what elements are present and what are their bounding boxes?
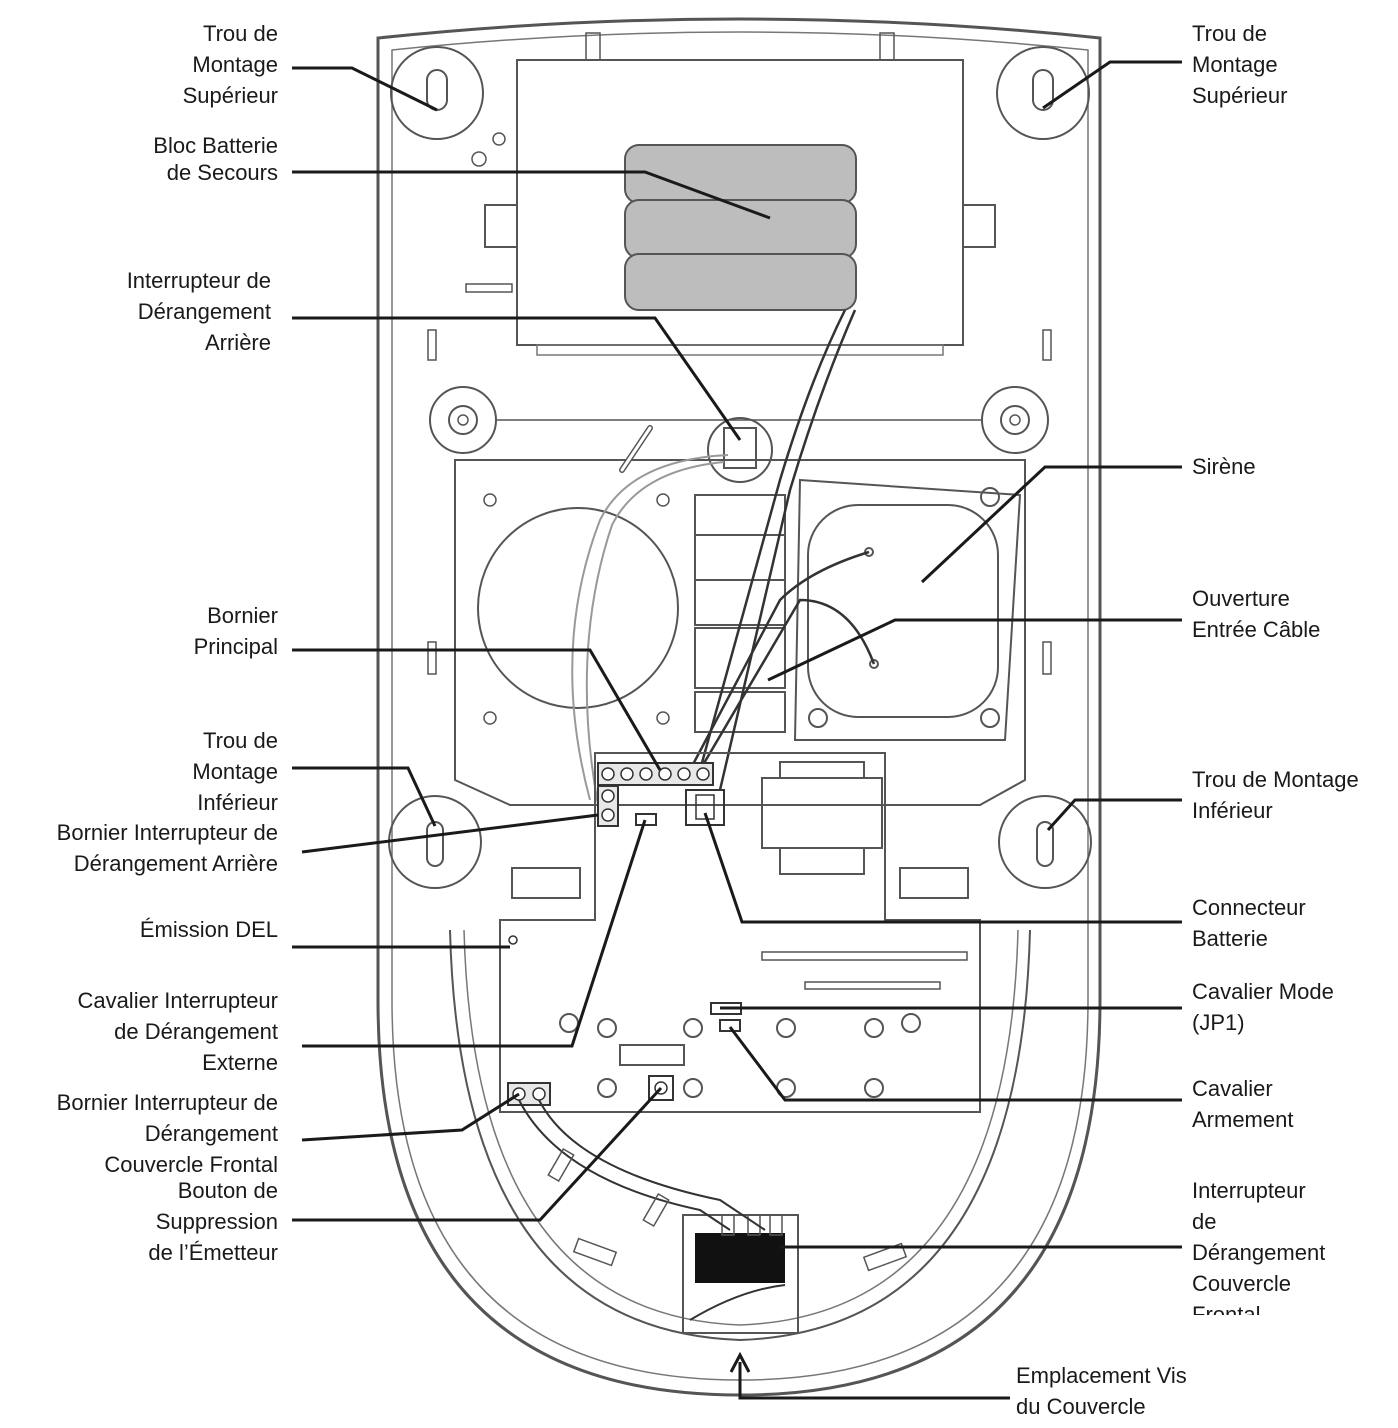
bottom-left-mount-hole bbox=[388, 795, 482, 889]
led bbox=[508, 935, 518, 945]
label-main-terminal: Bornier Principal bbox=[193, 603, 278, 659]
rear-tamper-terminal bbox=[597, 785, 619, 827]
label-battery-pack: Bloc Batterie de Secours bbox=[153, 133, 278, 185]
label-ext-tamper-jumper: Cavalier Interrupteur de Dérangement Ext… bbox=[77, 988, 278, 1075]
battery-connector bbox=[685, 789, 725, 826]
label-front-tamper: Interrupteur de Dérangement Couvercle Fr… bbox=[1192, 1178, 1326, 1315]
label-led: Émission DEL bbox=[139, 917, 278, 942]
front-tamper-switch bbox=[682, 1214, 799, 1334]
label-battery-connector: Connecteur Batterie bbox=[1192, 895, 1306, 951]
label-rear-tamper: Interrupteur de Dérangement Arrière bbox=[126, 268, 271, 355]
leader-lines bbox=[292, 60, 1182, 1400]
label-bottom-right-mount: Trou de Montage Inférieur bbox=[1192, 767, 1359, 823]
top-right-mount-hole bbox=[996, 46, 1090, 140]
label-tx-clear-button: Bouton de Suppression de l’Émetteur bbox=[148, 1178, 278, 1265]
pcb bbox=[499, 752, 981, 1113]
label-siren: Sirène bbox=[1192, 454, 1256, 479]
label-bottom-left-mount: Trou de Montage Inférieur bbox=[192, 728, 278, 815]
label-front-tamper-terminal: Bornier Interrupteur de Dérangement Couv… bbox=[56, 1090, 278, 1177]
label-cable-entry: Ouverture Entrée Câble bbox=[1192, 586, 1321, 642]
housing-outline bbox=[376, 17, 1102, 1397]
label-top-left-mount: Trou de Montage Supérieur bbox=[182, 21, 278, 108]
transformer bbox=[761, 761, 883, 875]
housing-lower-rim bbox=[449, 929, 1031, 1342]
housing-lower-rim-inner bbox=[463, 929, 1019, 1326]
label-cover-screw: Emplacement Vis du Couvercle bbox=[1016, 1363, 1187, 1419]
label-rear-tamper-terminal: Bornier Interrupteur de Dérangement Arri… bbox=[56, 820, 278, 876]
rear-tamper-switch bbox=[707, 417, 773, 483]
label-arm-jumper: Cavalier Armement bbox=[1192, 1076, 1294, 1132]
tx-clear-button bbox=[648, 1075, 674, 1101]
mounting-plate bbox=[454, 459, 1026, 806]
piezo-area bbox=[477, 507, 679, 709]
ext-tamper-jumper bbox=[635, 813, 657, 826]
bottom-right-mount-hole bbox=[998, 795, 1092, 889]
main-terminal-block bbox=[597, 762, 714, 786]
battery-cells bbox=[624, 144, 857, 311]
siren-speaker bbox=[793, 478, 1022, 741]
housing-inner bbox=[391, 31, 1089, 1381]
arm-jumper bbox=[719, 1019, 741, 1032]
front-tamper-terminal bbox=[507, 1082, 551, 1106]
label-mode-jumper: Cavalier Mode (JP1) bbox=[1192, 979, 1334, 1035]
label-top-right-mount: Trou de Montage Supérieur bbox=[1192, 21, 1288, 108]
